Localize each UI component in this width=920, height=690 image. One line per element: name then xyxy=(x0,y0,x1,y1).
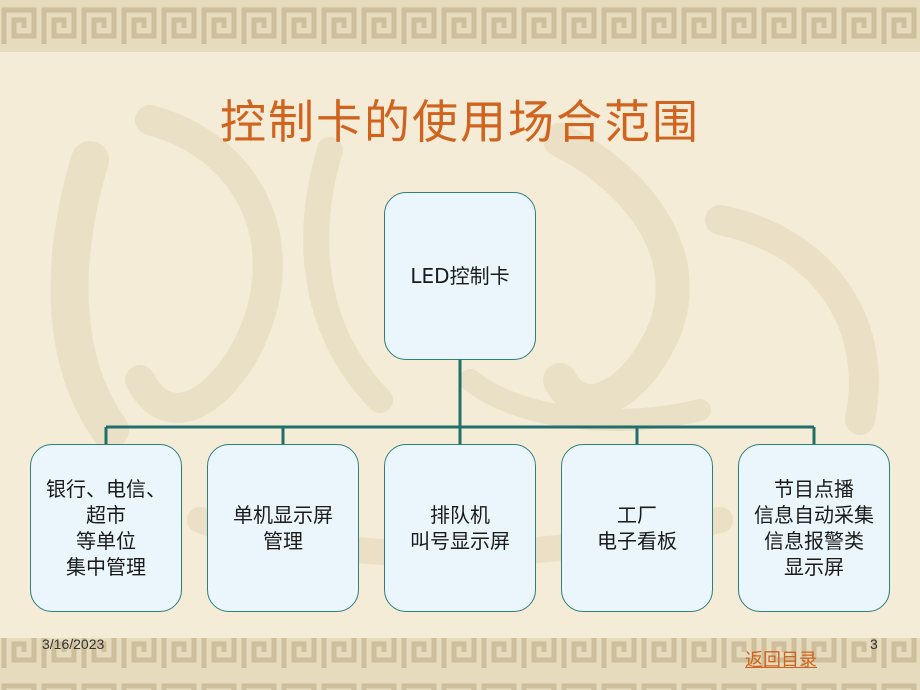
back-to-contents-link[interactable]: 返回目录 xyxy=(745,650,817,671)
slide-title: 控制卡的使用场合范围 xyxy=(220,95,700,149)
child-node-3: 排队机 叫号显示屏 xyxy=(384,444,536,612)
bottom-border-pattern xyxy=(0,638,920,690)
child-node-2-label: 单机显示屏 管理 xyxy=(233,503,333,553)
child-node-1: 银行、电信、 超市 等单位 集中管理 xyxy=(30,444,182,612)
child-node-4: 工厂 电子看板 xyxy=(561,444,713,612)
child-node-4-label: 工厂 电子看板 xyxy=(597,503,677,553)
child-node-5-label: 节目点播 信息自动采集 信息报警类 显示屏 xyxy=(754,477,874,579)
child-node-3-label: 排队机 叫号显示屏 xyxy=(410,503,510,553)
footer-date: 3/16/2023 xyxy=(42,636,105,652)
root-node: LED控制卡 xyxy=(384,192,536,360)
child-node-5: 节目点播 信息自动采集 信息报警类 显示屏 xyxy=(738,444,890,612)
child-node-2: 单机显示屏 管理 xyxy=(207,444,359,612)
child-node-1-label: 银行、电信、 超市 等单位 集中管理 xyxy=(46,477,166,579)
root-node-label: LED控制卡 xyxy=(410,264,510,288)
top-border-pattern xyxy=(0,0,920,52)
footer-page-number: 3 xyxy=(870,636,878,652)
